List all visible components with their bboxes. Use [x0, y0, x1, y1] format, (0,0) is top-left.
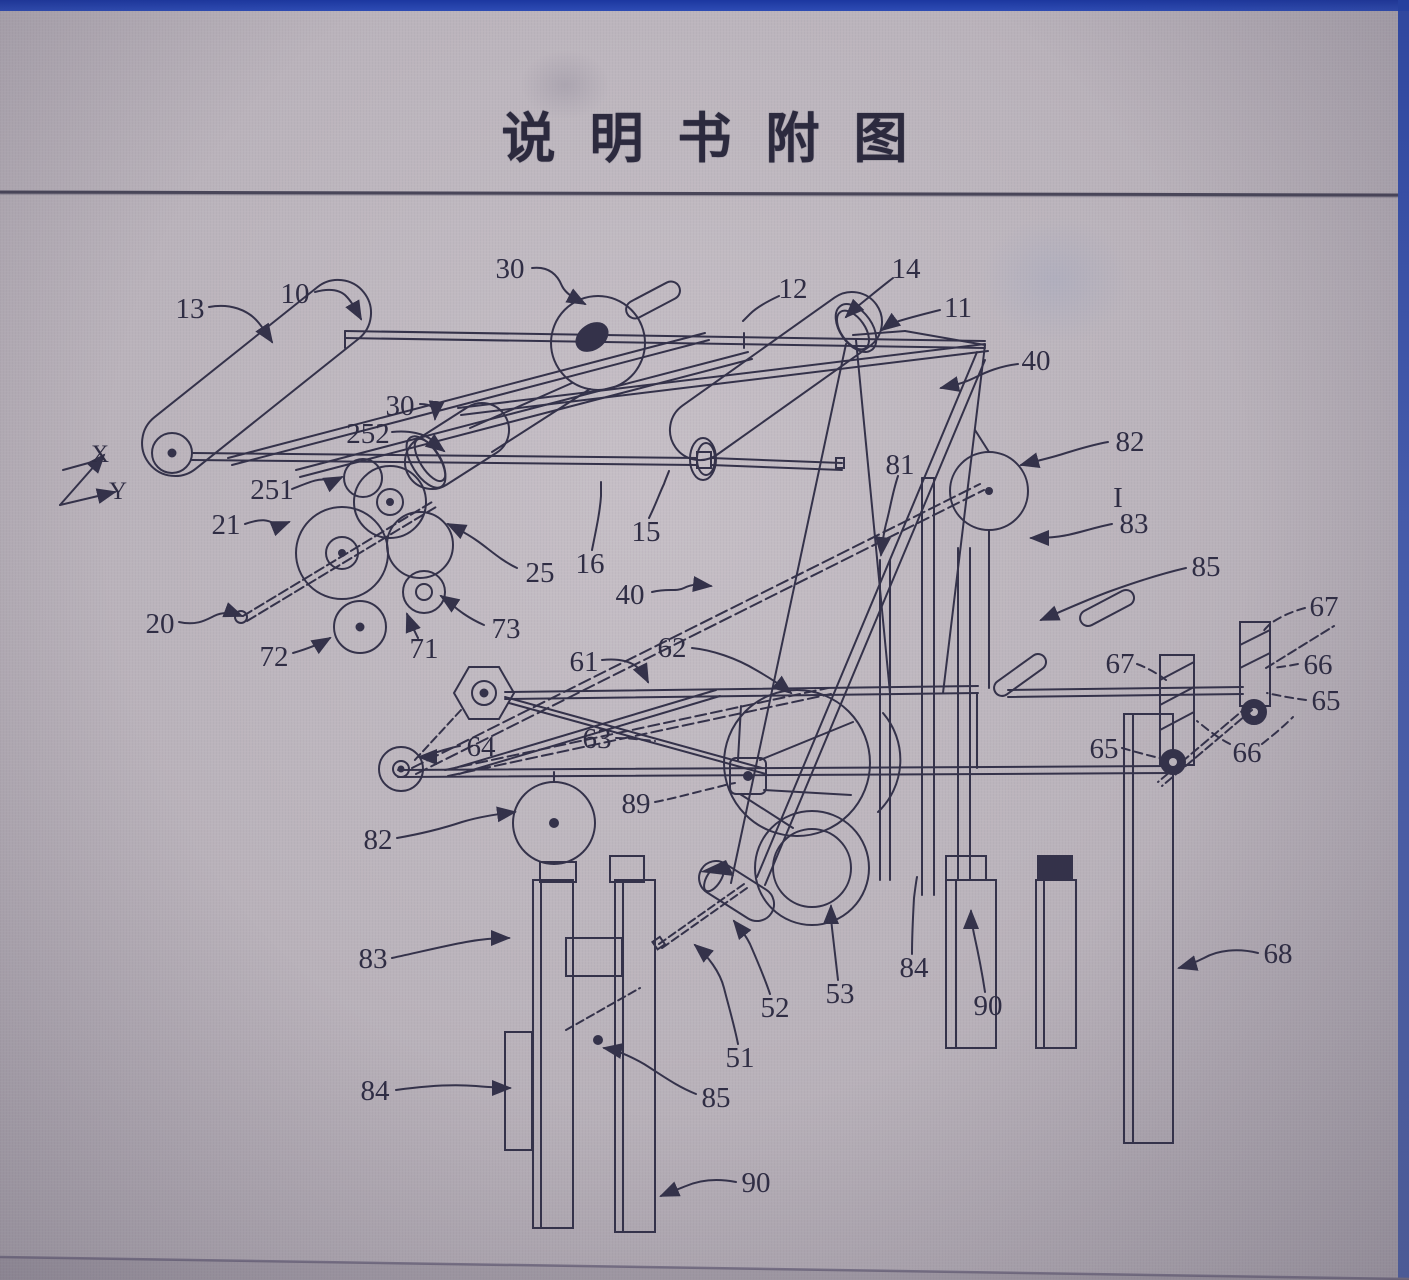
- ref-label-72: 72: [260, 641, 289, 673]
- ref-label-65: 65: [1312, 685, 1341, 717]
- ref-label-51: 51: [726, 1042, 755, 1074]
- ref-label-30: 30: [386, 390, 415, 422]
- window-top-bar: [0, 0, 1409, 11]
- axis-y-label: Y: [109, 478, 127, 505]
- ref-label-90: 90: [974, 990, 1003, 1022]
- ref-label-251: 251: [250, 474, 294, 506]
- ref-label-89: 89: [622, 788, 651, 820]
- ref-label-83: 83: [359, 943, 388, 975]
- ref-label-85: 85: [702, 1082, 731, 1114]
- window-right-bar: [1398, 0, 1409, 1280]
- ref-label-64: 64: [467, 731, 497, 763]
- ref-label-40: 40: [616, 579, 645, 611]
- ref-label-82: 82: [1116, 426, 1145, 458]
- ref-label-10: 10: [281, 278, 310, 310]
- ref-label-84: 84: [361, 1075, 391, 1107]
- axis-x-label: X: [91, 441, 109, 468]
- ref-label-85: 85: [1192, 551, 1221, 583]
- ref-label-66: 66: [1304, 649, 1333, 681]
- ref-label-67: 67: [1106, 648, 1135, 680]
- ref-label-63: 63: [583, 723, 612, 755]
- ref-label-66: 66: [1233, 737, 1262, 769]
- ref-label-61: 61: [570, 646, 599, 678]
- ref-label-65: 65: [1090, 733, 1119, 765]
- ref-label-14: 14: [892, 253, 922, 285]
- ref-label-40: 40: [1022, 345, 1051, 377]
- ref-label-67: 67: [1310, 591, 1339, 623]
- ref-label-83: 83: [1120, 508, 1149, 540]
- ref-label-73: 73: [492, 613, 521, 645]
- ref-label-11: 11: [944, 292, 972, 324]
- ref-label-52: 52: [761, 992, 790, 1024]
- ref-label-68: 68: [1264, 938, 1293, 970]
- ref-label-16: 16: [576, 548, 605, 580]
- ref-label-20: 20: [146, 608, 175, 640]
- ref-label-252: 252: [346, 418, 390, 450]
- ref-label-15: 15: [632, 516, 661, 548]
- page-title: 说明书附图: [501, 109, 942, 169]
- ref-label-62: 62: [658, 632, 687, 664]
- ref-label-82: 82: [364, 824, 393, 856]
- ref-label-81: 81: [886, 449, 915, 481]
- ref-label-30: 30: [496, 253, 525, 285]
- ref-label-53: 53: [826, 978, 855, 1010]
- machine-drawing: [0, 278, 1409, 1280]
- ref-label-13: 13: [176, 293, 205, 325]
- ref-label-90: 90: [742, 1167, 771, 1199]
- ref-label-71: 71: [410, 633, 439, 665]
- ref-label-21: 21: [212, 509, 241, 541]
- ref-label-25: 25: [526, 557, 555, 589]
- ref-label-84: 84: [900, 952, 930, 984]
- ref-label-I: I: [1113, 482, 1123, 514]
- ref-label-12: 12: [779, 273, 808, 305]
- leader-lines: [178, 266, 1307, 1197]
